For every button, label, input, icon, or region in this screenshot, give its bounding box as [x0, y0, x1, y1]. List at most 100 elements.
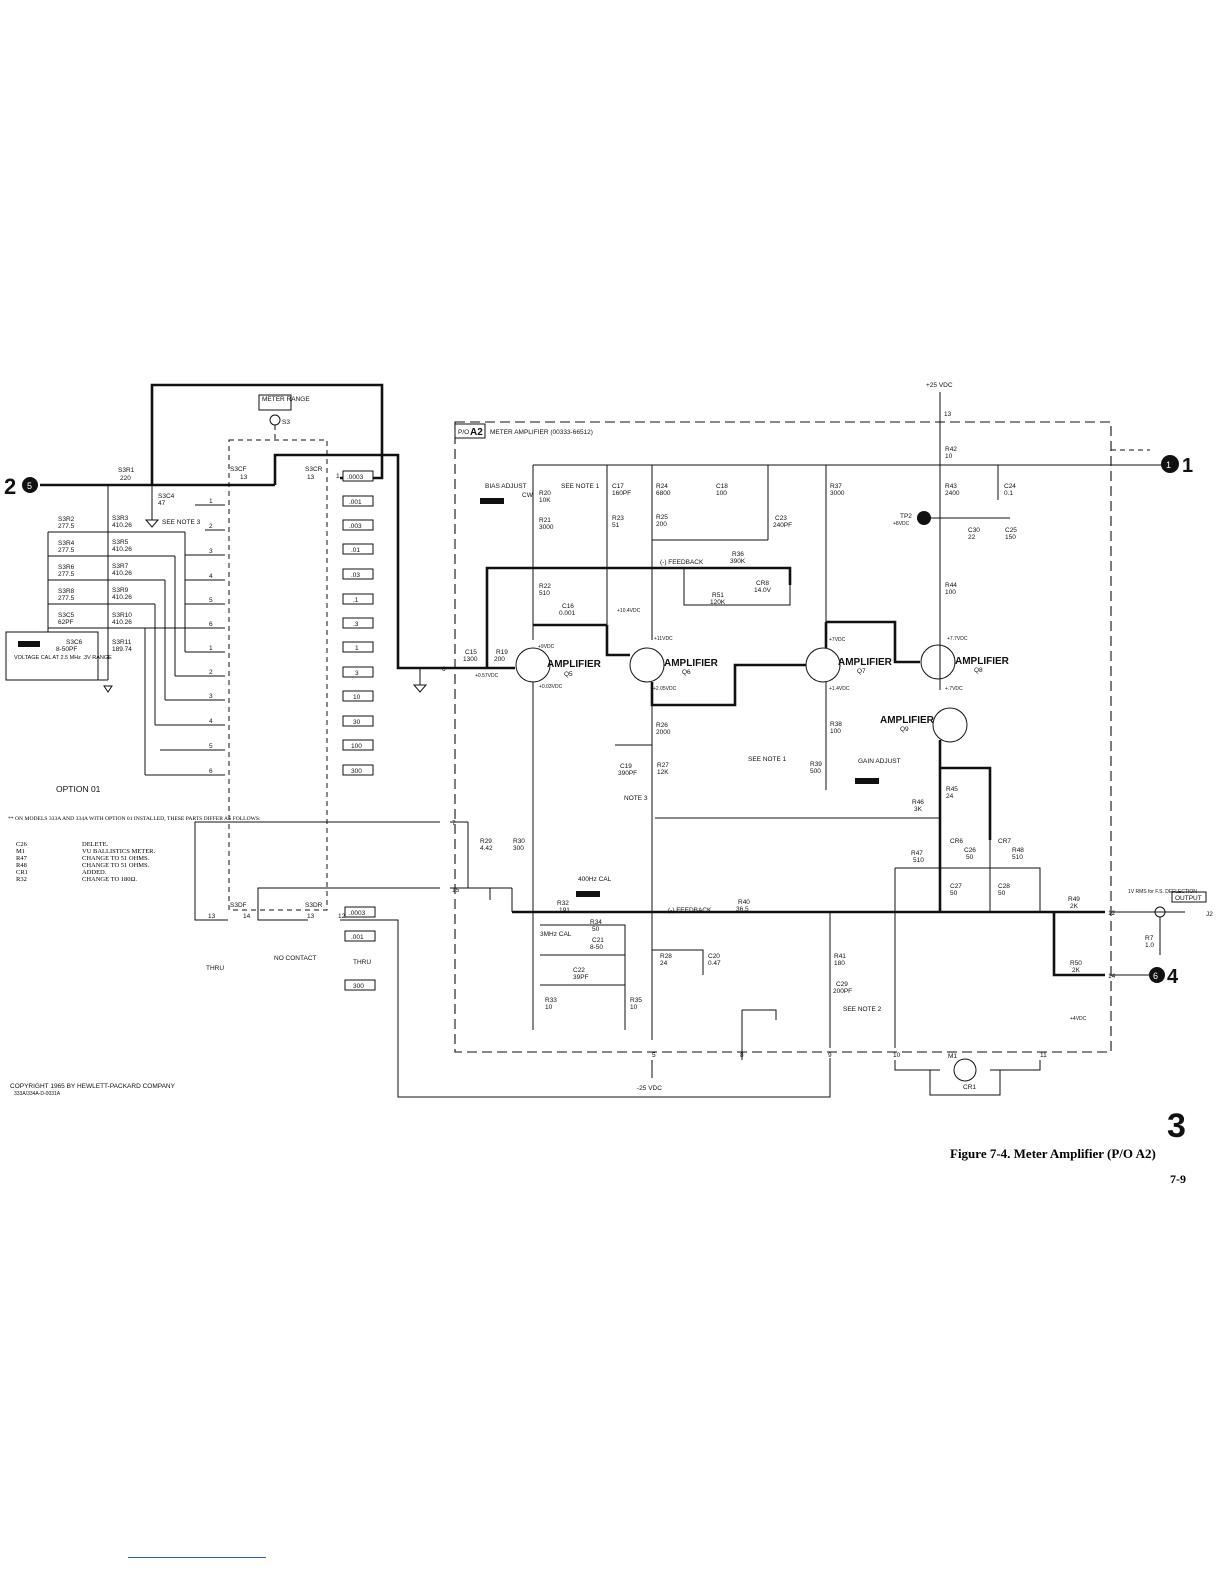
svg-text:R41: R41: [834, 953, 846, 960]
svg-text:6800: 6800: [656, 490, 671, 497]
svg-text:1: 1: [1166, 460, 1171, 470]
s3df-label: S3DF: [230, 902, 247, 909]
svg-text:1: 1: [355, 645, 359, 652]
svg-text:160PF: 160PF: [612, 490, 631, 497]
voltage-cal-box: [5, 631, 99, 681]
svg-text:13: 13: [240, 474, 248, 481]
svg-text:2000: 2000: [656, 729, 671, 736]
svg-text:15: 15: [452, 887, 460, 894]
board-id: A2: [470, 427, 483, 438]
svg-text:R47: R47: [911, 850, 923, 857]
switch-position-numbers: 1 2 3 4 5 6 1 2 3 4 5 6: [209, 498, 213, 775]
q5-transistor-icon: [515, 647, 551, 683]
svg-text:R26: R26: [656, 722, 668, 729]
svg-text:6: 6: [1153, 971, 1158, 981]
svg-text:390PF: 390PF: [618, 770, 637, 777]
s3r11-ref: S3R11: [112, 639, 132, 646]
svg-text:C21: C21: [592, 937, 604, 944]
q7-transistor-icon: [805, 647, 841, 683]
s3r7-ref: S3R7: [112, 563, 129, 570]
svg-text:51: 51: [612, 522, 620, 529]
svg-text:+10.4VDC: +10.4VDC: [617, 608, 641, 614]
cal-400hz-icon: [576, 891, 600, 897]
svg-text:4: 4: [209, 573, 213, 580]
s3r11-val: 189.74: [112, 646, 132, 653]
svg-text:CHANGE TO 180Ω.: CHANGE TO 180Ω.: [82, 876, 137, 883]
s3r8-val: 277.5: [58, 595, 75, 602]
svg-text:180: 180: [834, 960, 845, 967]
svg-text:30: 30: [353, 719, 361, 726]
page-number: 7-9: [1170, 1172, 1186, 1186]
svg-text:510: 510: [913, 857, 924, 864]
svg-text:R36: R36: [732, 551, 744, 558]
svg-text:.01: .01: [351, 547, 360, 554]
meter-range-label: METER RANGE: [262, 396, 310, 403]
svg-text:OUTPUT: OUTPUT: [1175, 895, 1202, 902]
q8-transistor-icon: [920, 644, 956, 680]
svg-text:+11VDC: +11VDC: [654, 636, 673, 642]
s3r3-ref: S3R3: [112, 515, 129, 522]
svg-text:C20: C20: [708, 953, 720, 960]
svg-text:11: 11: [1040, 1052, 1047, 1059]
s3c6-val: 8-50PF: [56, 646, 77, 653]
svg-text:1: 1: [209, 645, 213, 652]
range-labels-lower: .0003 .001 300: [344, 906, 376, 991]
svg-text:M1: M1: [948, 1053, 957, 1060]
figure-caption: Figure 7-4. Meter Amplifier (P/O A2): [950, 1146, 1156, 1161]
svg-text:NOTE 3: NOTE 3: [624, 795, 648, 802]
svg-text:100: 100: [351, 743, 362, 750]
svg-text:22: 22: [968, 534, 976, 541]
s3r9-ref: S3R9: [112, 587, 129, 594]
svg-text:12: 12: [1108, 910, 1116, 917]
svg-text:13: 13: [307, 474, 315, 481]
svg-text:CR8: CR8: [756, 580, 769, 587]
svg-text:50: 50: [950, 890, 958, 897]
svg-text:24: 24: [946, 793, 954, 800]
thru-right: THRU: [353, 959, 371, 966]
svg-text:C30: C30: [968, 527, 980, 534]
output-connector-1-icon: [1161, 455, 1179, 473]
svg-text:.0003: .0003: [347, 474, 364, 481]
svg-text:0.47: 0.47: [708, 960, 721, 967]
s3c4-val: 47: [158, 500, 166, 507]
svg-text:12: 12: [338, 913, 346, 920]
svg-text:.003: .003: [349, 523, 362, 530]
svg-text:7: 7: [452, 820, 456, 827]
svg-text:.1: .1: [353, 597, 359, 604]
svg-text:191: 191: [559, 907, 570, 914]
s3dr-label: S3DR: [305, 902, 323, 909]
svg-text:R47: R47: [16, 855, 28, 862]
svg-text:+7VDC: +7VDC: [829, 637, 846, 643]
svg-text:C29: C29: [836, 981, 848, 988]
board-outline: [454, 421, 1112, 1053]
svg-text:12K: 12K: [657, 769, 669, 776]
svg-text:R38: R38: [830, 721, 842, 728]
svg-text:10: 10: [630, 1004, 638, 1011]
svg-text:1.0: 1.0: [1145, 942, 1154, 949]
s3r1-val: 220: [120, 475, 131, 482]
svg-text:C22: C22: [573, 967, 585, 974]
svg-text:14.0V: 14.0V: [754, 587, 772, 594]
svg-text:C16: C16: [562, 603, 574, 610]
svg-text:5: 5: [652, 1052, 656, 1059]
svg-text:13: 13: [208, 913, 216, 920]
svg-text:.0003: .0003: [349, 910, 366, 917]
svg-text:SEE NOTE 1: SEE NOTE 1: [748, 756, 787, 763]
svg-text:0.1: 0.1: [1004, 490, 1013, 497]
q9-transistor-icon: [932, 707, 968, 743]
svg-text:+7.7VDC: +7.7VDC: [947, 636, 968, 642]
svg-text:10: 10: [353, 694, 361, 701]
svg-text:2400: 2400: [945, 490, 960, 497]
s3r5-ref: S3R5: [112, 539, 129, 546]
board-title: METER AMPLIFIER (00333-66512): [490, 429, 593, 436]
svg-text:DELETE.: DELETE.: [82, 841, 109, 848]
svg-text:J2: J2: [1206, 911, 1213, 918]
svg-text:1: 1: [209, 498, 213, 505]
range-labels-upper: .0003 .001 .003 .01 .03 .1 .3 1 3 10 30 …: [342, 470, 374, 776]
feedback-upper-label: (-) FEEDBACK: [660, 559, 704, 566]
svg-text:+4VDC: +4VDC: [1070, 1016, 1087, 1022]
cal-400hz-label: 400Hz CAL: [578, 876, 612, 883]
meter-range-tag: [258, 394, 292, 411]
svg-text:+.7VDC: +.7VDC: [945, 686, 963, 692]
